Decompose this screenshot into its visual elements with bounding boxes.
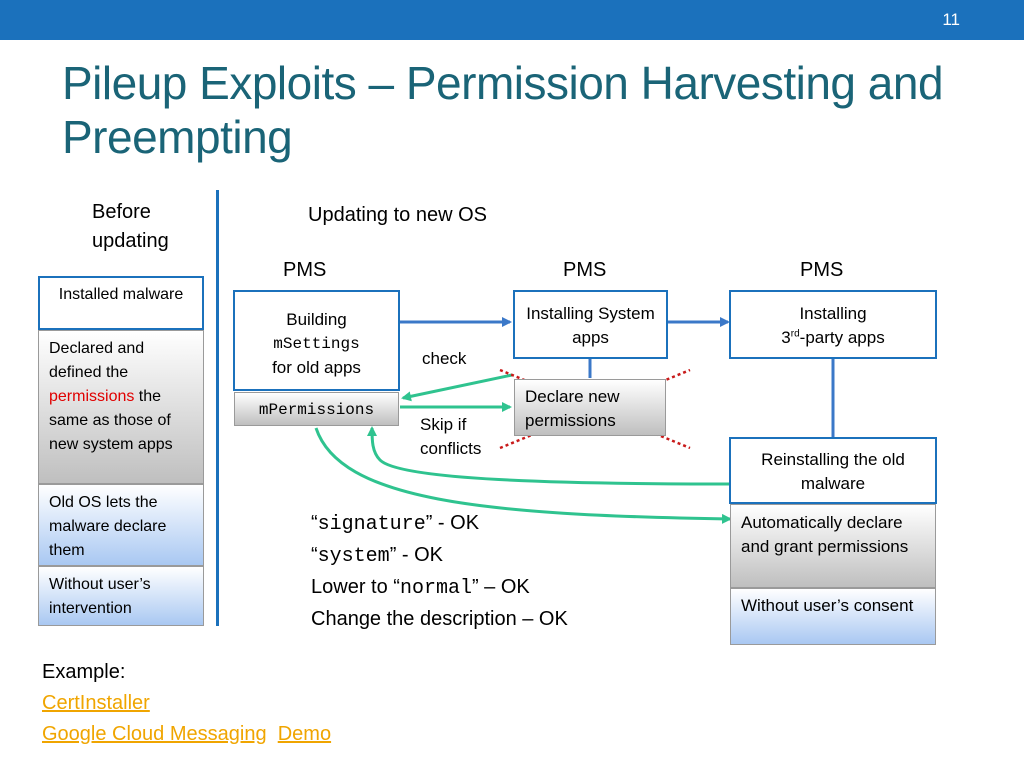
auto-declare-box: Automatically declare and grant permissi…	[730, 504, 936, 588]
note-signature: “signature” - OK	[311, 512, 480, 536]
note-description: Change the description – OK	[311, 608, 568, 630]
old-os-box: Old OS lets the malware declare them	[38, 484, 204, 566]
grant-arrow	[314, 427, 732, 524]
certinstaller-link[interactable]: CertInstaller	[42, 692, 150, 714]
pms-label-3: PMS	[800, 259, 844, 281]
check-label: check	[422, 349, 467, 368]
without-intervention-box: Without user’s intervention	[38, 566, 204, 626]
declared-permissions-box: Declared and defined the permissions the…	[38, 330, 204, 484]
building-msettings-box: Building mSettings for old apps	[233, 290, 400, 391]
slide-number: 11	[942, 10, 960, 29]
top-bar: 11	[0, 0, 1024, 40]
permissions-highlight: permissions	[49, 388, 135, 405]
updating-label: Updating to new OS	[308, 204, 487, 226]
reinstalling-malware-box: Reinstalling the old malware	[729, 437, 937, 504]
note-normal: Lower to “normal” – OK	[311, 576, 530, 600]
installed-malware-box: Installed malware	[38, 276, 204, 330]
demo-link[interactable]: Demo	[277, 723, 332, 745]
installing-system-apps-box: Installing System apps	[513, 290, 668, 359]
reinstall-check-arrow	[367, 426, 731, 486]
example-label: Example:	[42, 661, 126, 683]
without-consent-box: Without user’s consent	[730, 588, 936, 645]
installing-third-party-box: Installing 3rd-party apps	[729, 290, 937, 359]
pms-label-2: PMS	[563, 259, 607, 281]
pms-label-1: PMS	[283, 259, 327, 281]
msettings-code: mSettings	[273, 335, 360, 353]
column-divider	[216, 190, 219, 626]
slide-title: Pileup Exploits – Permission Harvesting …	[62, 57, 944, 163]
mpermissions-box: mPermissions	[234, 392, 399, 426]
google-cloud-messaging-link[interactable]: Google Cloud Messaging	[42, 723, 267, 745]
declare-new-permissions-box: Declare new permissions	[514, 379, 666, 436]
example-section: Example: CertInstaller Google Cloud Mess…	[42, 657, 331, 750]
notes-list: “signature” - OK “system” - OK Lower to …	[311, 508, 568, 634]
note-system: “system” - OK	[311, 544, 444, 568]
before-updating-label: Before updating	[92, 201, 169, 252]
skip-label: Skip if conflicts	[420, 415, 482, 458]
check-arrow	[401, 373, 513, 402]
